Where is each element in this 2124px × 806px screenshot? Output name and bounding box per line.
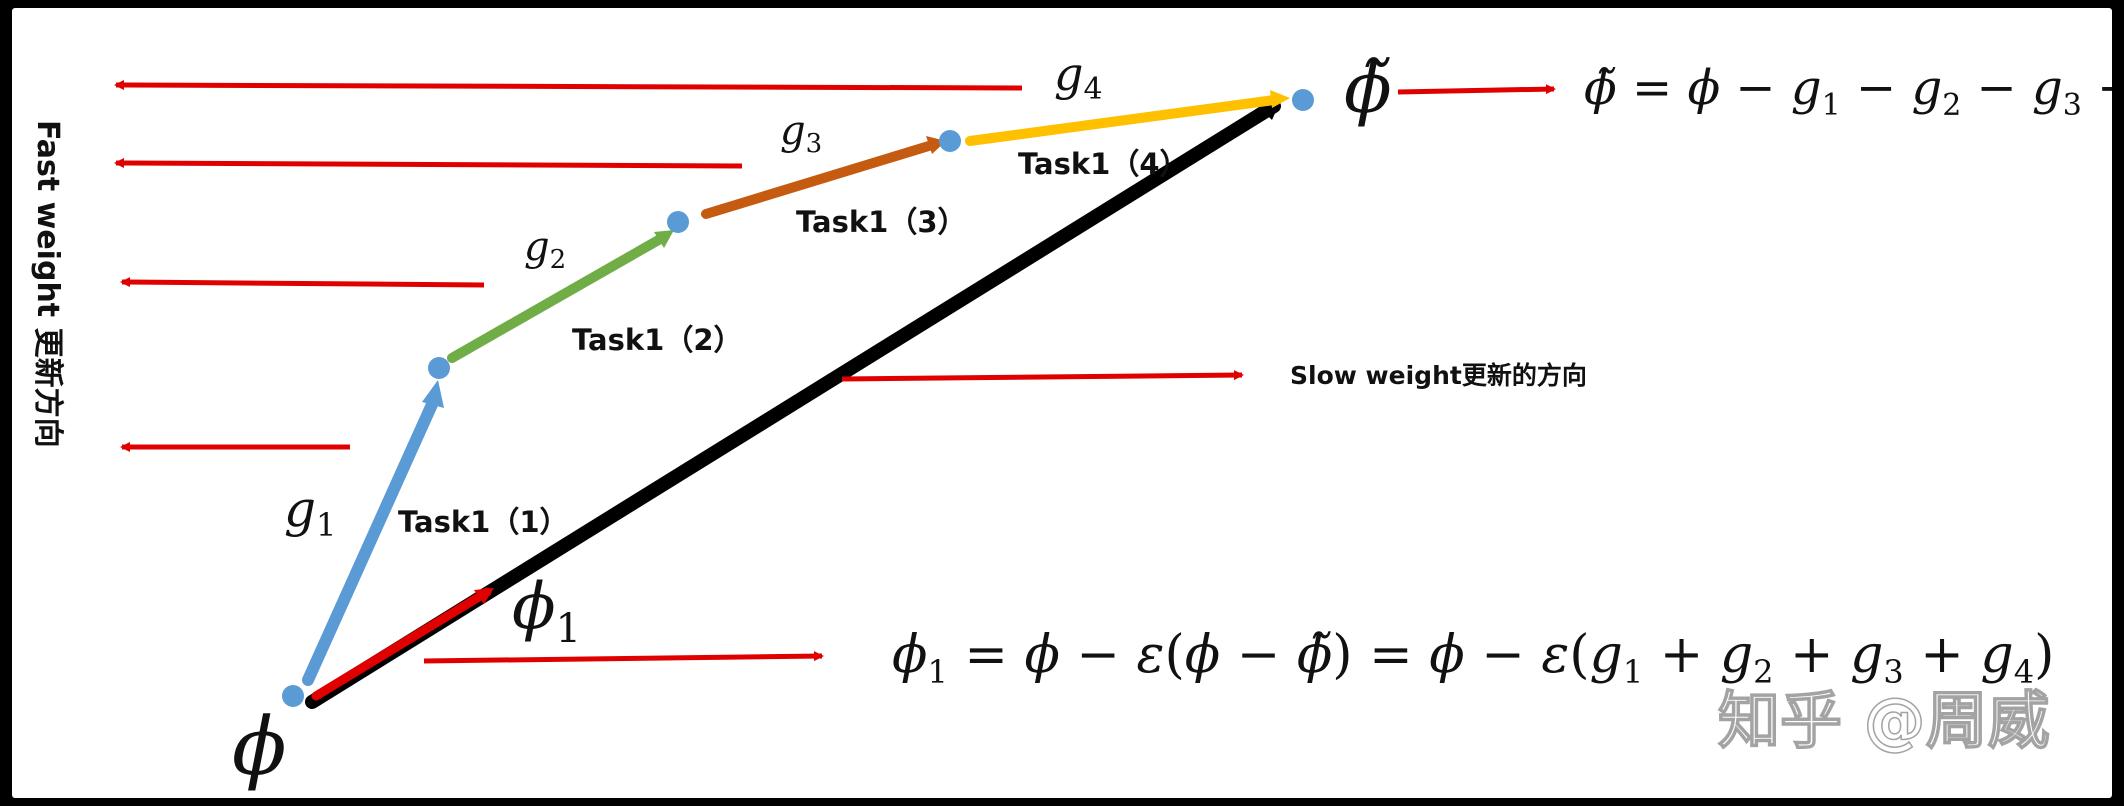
formula-token: ϕ — [892, 625, 927, 685]
formula-token: g — [1911, 60, 1942, 116]
g2-arrowhead — [654, 230, 674, 248]
formula-token: ε — [1137, 625, 1165, 685]
formula-token: − — [1961, 60, 2032, 116]
formula-token: ϕ̃ — [1297, 625, 1332, 685]
formula-token: 2 — [1753, 653, 1773, 691]
phi-tilde-pointer-arrow — [1397, 84, 1556, 95]
formula-token: ϕ̃ — [1584, 60, 1617, 116]
node-phi — [282, 685, 304, 707]
formula-token: ϕ — [1429, 625, 1464, 685]
fast-pointer-arrow-3 — [120, 277, 485, 288]
formula-token: = — [1617, 60, 1688, 116]
formula-token: g — [1720, 625, 1753, 685]
fast-weight-caption: Fast weight 更新方向 — [30, 120, 65, 448]
phi1-formula: ϕ1 = ϕ − ε(ϕ − ϕ̃) = ϕ − ε(g1 + g2 + g3 … — [892, 625, 2054, 691]
formula-token: + — [1904, 625, 1981, 685]
formula-token: = — [948, 625, 1025, 685]
formula-token: g — [2032, 60, 2063, 116]
label-g4: g4 — [1054, 47, 1103, 107]
phi-tilde-formula: ϕ̃ = ϕ − g1 − g2 − g3 − g4 — [1584, 60, 2112, 123]
formula-token: ε — [1541, 625, 1569, 685]
task-label-2: Task1（2） — [572, 323, 743, 357]
formula-token: 1 — [927, 653, 947, 691]
g4-arrow — [965, 95, 1279, 146]
formula-token: ( — [1569, 625, 1589, 685]
phi1-pointer-arrow — [423, 651, 824, 664]
g1-arrowhead — [422, 380, 444, 408]
slide-board: g1 g2 g3 g4 ϕ ϕ1 ϕ̃ Task1（1） Task1（2） Ta… — [12, 8, 2112, 798]
formula-token: − — [1220, 625, 1297, 685]
formula-token: 3 — [2063, 88, 2082, 123]
label-g1: g1 — [284, 480, 336, 544]
formula-token: g — [1590, 625, 1623, 685]
formula-token: − — [1720, 60, 1791, 116]
formula-token: g — [1791, 60, 1822, 116]
slow-pointer-arrow — [841, 370, 1244, 382]
formula-token: g — [1850, 625, 1883, 685]
slow-weight-arrowhead — [1260, 102, 1280, 120]
g2-arrow — [447, 233, 667, 363]
formula-token: + — [1773, 625, 1850, 685]
task-label-1: Task1（1） — [398, 505, 569, 539]
zhihu-watermark: 知乎 @周威 — [1718, 684, 2050, 757]
node-after-g1 — [428, 357, 450, 379]
node-after-g3 — [939, 130, 961, 152]
fast-pointer-arrow-2 — [114, 158, 743, 169]
phi1-step-arrow — [311, 587, 492, 701]
formula-token: ) — [2034, 625, 2054, 685]
label-g2: g2 — [524, 224, 566, 275]
phi1-step-arrowhead — [474, 588, 494, 604]
maml-reptile-diagram: g1 g2 g3 g4 ϕ ϕ1 ϕ̃ Task1（1） Task1（2） Ta… — [30, 47, 2112, 793]
label-g3: g3 — [780, 108, 822, 159]
label-phi-tilde: ϕ̃ — [1344, 47, 1392, 129]
formula-token: ϕ — [1687, 60, 1720, 116]
fast-pointer-arrow-1 — [114, 80, 1023, 91]
formula-token: ) = — [1332, 625, 1429, 685]
formula-token: g — [1980, 625, 2013, 685]
formula-token: ϕ — [1024, 625, 1059, 685]
g3-arrow — [701, 140, 937, 219]
formula-token: ϕ — [1185, 625, 1220, 685]
formula-token: + — [1643, 625, 1720, 685]
formula-token: − — [1060, 625, 1137, 685]
formula-token: 1 — [1822, 88, 1841, 123]
formula-token: 2 — [1942, 88, 1961, 123]
task-label-3: Task1（3） — [796, 205, 967, 239]
formula-token: − — [1841, 60, 1912, 116]
label-phi1: ϕ1 — [512, 570, 581, 652]
slow-weight-caption: Slow weight更新的方向 — [1290, 361, 1587, 390]
g1-arrow — [302, 394, 440, 686]
node-phi-tilde — [1292, 89, 1314, 111]
formula-token: 3 — [1883, 653, 1903, 691]
label-phi: ϕ — [232, 700, 287, 793]
formula-token: ( — [1164, 625, 1184, 685]
node-after-g2 — [667, 211, 689, 233]
task-label-4: Task1（4） — [1018, 147, 1189, 181]
formula-token: 4 — [2014, 653, 2034, 691]
formula-token: 1 — [1623, 653, 1643, 691]
formula-token: − — [1465, 625, 1542, 685]
g4-arrowhead — [1270, 90, 1290, 108]
formula-token: − — [2082, 60, 2112, 116]
